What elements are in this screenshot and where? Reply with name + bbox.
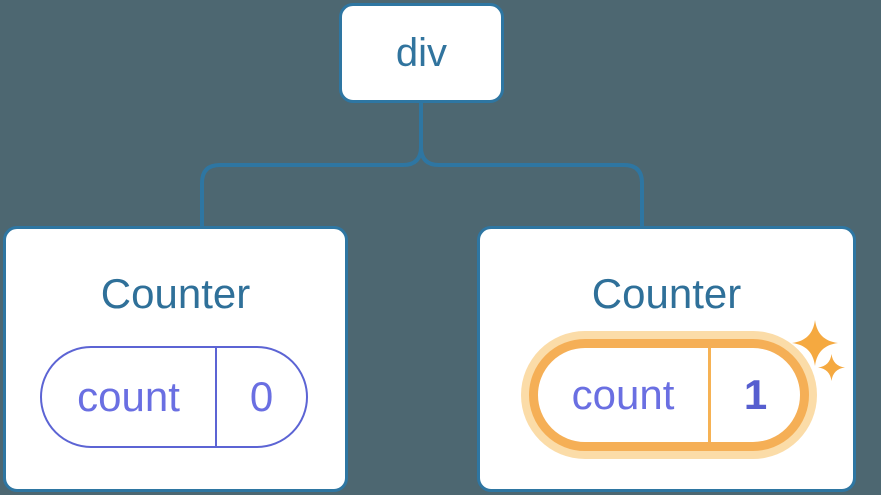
component-name: Counter: [100, 270, 251, 317]
connector-right-branch: [419, 103, 644, 227]
connector-left-branch: [200, 103, 423, 227]
tree-node-div-label: div: [395, 30, 448, 75]
state-key: count: [42, 348, 217, 446]
state-value: 0: [249, 373, 274, 420]
sparkle-icon-large: [792, 320, 838, 366]
state-key: count: [538, 348, 711, 442]
counter-card-updated: Counter count 1: [477, 226, 856, 492]
counter-card: Counter count 0: [3, 226, 348, 492]
state-pill: count 0: [40, 346, 308, 448]
sparkle-icon-small: [818, 354, 845, 381]
state-pill-highlighted: count 1: [529, 339, 809, 451]
state-value: 1: [743, 371, 768, 418]
component-name: Counter: [591, 270, 742, 317]
tree-node-div: div: [339, 3, 504, 103]
